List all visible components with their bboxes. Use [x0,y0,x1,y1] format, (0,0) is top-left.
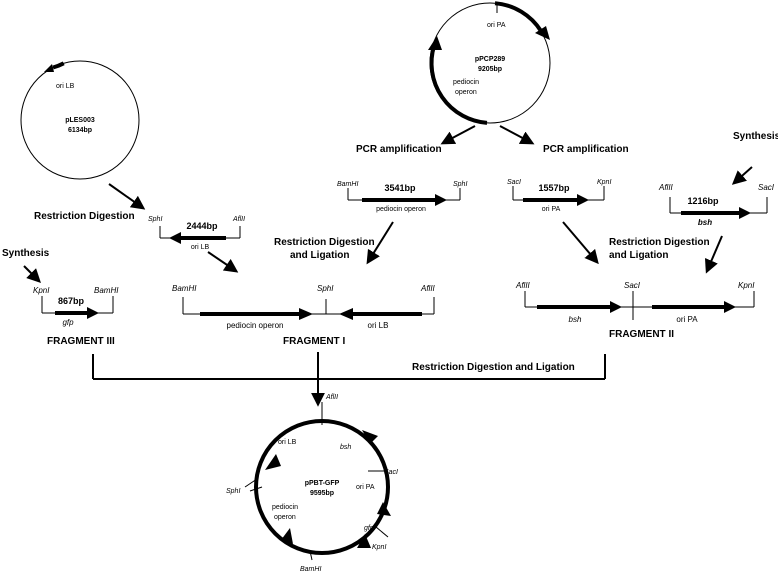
final-pediocin-line2: operon [274,514,296,521]
arrow-pediocin-to-frag1 [366,221,394,265]
final-aflii-label: AflII [325,394,338,401]
ring-arrow-orilb [265,454,281,470]
final-saci-label: SacI [384,469,398,476]
bsh-saci-label: SacI [758,183,775,192]
frag2-saci-label: SacI [624,281,641,290]
ring-arrow-oripa [377,502,391,516]
rdl-right-line2: and Ligation [609,250,668,261]
final-bamhi-label: BamHI [300,566,321,573]
ori-lb-arrowhead [44,64,54,72]
ring-arrow-gfp [357,534,371,548]
final-plasmid-name: pPBT-GFP [305,480,340,487]
synthesis-left-label: Synthesis [2,248,50,259]
pediocin-operon-segment [429,45,488,125]
gfp-syn-size: 867bp [58,296,85,306]
ppcp289-operon-line1: pediocin [453,79,479,86]
arrow-orilb-to-frag1 [207,251,239,273]
orilb-sphi-label: SphI [148,216,162,223]
final-bsh-label: bsh [340,444,351,451]
final-plasmid-size: 9595bp [310,490,334,497]
frag1-aflii-label: AflII [420,284,436,293]
ppcp289-ori-label: ori PA [487,22,506,29]
fragment2-label: FRAGMENT II [609,329,674,340]
pcr-sphi-label: SphI [453,181,467,188]
arrow-to-pcr-right [499,125,535,145]
frag2-kpni-label: KpnI [738,281,755,290]
plasmid-ppcp289: ori PA pPCP289 9205bp pediocin operon [428,1,551,125]
restriction-digestion-label: Restriction Digestion [34,211,135,222]
gfp-bamhi-label: BamHI [94,286,119,295]
ring-arrow-pediocin [281,528,293,544]
arrow-synthesis-left [23,265,41,283]
ppcp289-size: 9205bp [478,66,502,73]
pcr-left-label: PCR amplification [356,144,442,155]
gfp-synthesized-product: KpnI BamHI 867bp gfp [33,286,119,327]
ppcp289-operon-line2: operon [455,89,477,96]
bsh-aflii-label: AflII [658,183,674,192]
gfp-kpni-label: KpnI [33,286,50,295]
frag2-aflii-label: AflII [515,281,531,290]
arrow-bsh-to-frag2 [704,235,723,274]
rdl-mid-line1: Restriction Digestion [274,237,375,248]
orilb-digest-size: 2444bp [186,221,218,231]
ples003-ori-label: ori LB [56,83,75,90]
pediocin-pcr-size: 3541bp [384,183,416,193]
frag2-gene1: bsh [569,315,582,324]
rdl-right-line1: Restriction Digestion [609,237,710,248]
bsh-syn-size: 1216bp [687,196,719,206]
oripa-pcr-gene: ori PA [542,206,561,213]
arrow-ples003-digest [108,183,146,210]
final-sphi-label: SphI [226,488,240,495]
ori-pa-segment [494,1,543,33]
final-kpni-label: KpnI [372,544,386,551]
fragment-2: AflII SacI KpnI bsh ori PA [515,281,755,324]
pcr-saci-label: SacI [507,179,521,186]
ppcp289-name: pPCP289 [475,56,505,63]
frag1-bamhi-label: BamHI [172,284,197,293]
rdl-bottom-label: Restriction Digestion and Ligation [412,362,575,373]
bsh-synthesized-product: AflII SacI 1216bp bsh [658,183,775,227]
ori-pa-arrowhead [535,26,550,40]
pcr-right-label: PCR amplification [543,144,629,155]
ring-arrow-bsh [362,430,378,444]
final-pediocin-line1: pediocin [272,504,298,511]
plasmid-ppbt-gfp: AflII ori LB bsh SphI SacI ori PA pPBT-G… [226,394,398,573]
frag1-sphi-label: SphI [317,284,334,293]
gfp-syn-gene: gfp [62,318,74,327]
fragment3-label: FRAGMENT III [47,336,115,347]
oripa-pcr-size: 1557bp [538,183,570,193]
orilb-digest-product: SphI AflII 2444bp ori LB [148,216,245,251]
ples003-size: 6134bp [68,127,92,134]
arrow-oripa-to-frag2 [562,221,599,265]
ples003-name: pLES003 [65,117,95,124]
orilb-aflii-label: AflII [232,216,245,223]
pcr-kpni-label: KpnI [597,179,611,186]
orilb-digest-gene: ori LB [191,244,210,251]
oripa-pcr-product: SacI KpnI 1557bp ori PA [507,179,611,213]
frag1-gene1: pediocin operon [227,321,284,330]
final-orilb-label: ori LB [278,439,297,446]
bsh-syn-gene: bsh [698,218,712,227]
pediocin-pcr-product: BamHI SphI 3541bp pediocin operon [337,181,467,213]
arrow-to-pcr-left [440,125,476,145]
rdl-mid-line2: and Ligation [290,250,349,261]
frag2-gene2: ori PA [676,315,698,324]
final-oripa-label: ori PA [356,484,375,491]
fragment-1: BamHI SphI AflII pediocin operon ori LB [172,284,436,330]
synthesis-right-label: Synthesis [733,131,778,142]
ligation-bracket [92,352,606,407]
final-gfp-label: gfp [364,525,374,532]
pcr-bamhi-label: BamHI [337,181,358,188]
ori-lb-segment [52,61,65,70]
frag1-gene2: ori LB [368,321,389,330]
arrow-synthesis-right [731,166,753,185]
pediocin-pcr-gene: pediocin operon [376,206,426,213]
pediocin-arrowhead [428,36,442,50]
plasmid-ples003: ori LB pLES003 6134bp [20,60,140,180]
fragment1-label: FRAGMENT I [283,336,345,347]
